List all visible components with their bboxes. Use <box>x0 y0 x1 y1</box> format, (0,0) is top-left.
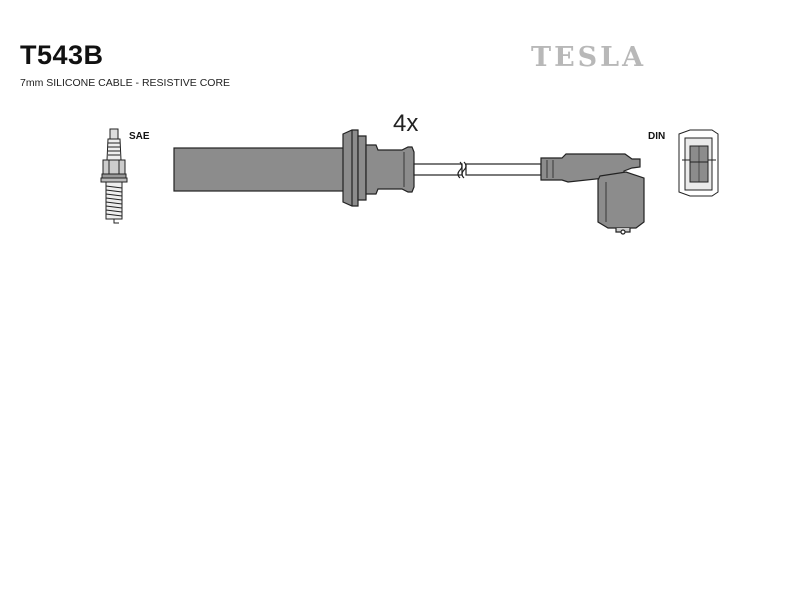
silicone-cable <box>413 161 542 179</box>
coil-boot <box>540 153 645 235</box>
spark-plug-icon <box>100 128 128 224</box>
quantity-label: 4x <box>393 110 419 137</box>
sae-label: SAE <box>129 131 150 142</box>
cable-spec: 7mm SILICONE CABLE - RESISTIVE CORE <box>20 77 231 89</box>
plug-boot <box>173 129 415 207</box>
din-terminal-icon <box>678 129 719 197</box>
brand-logo: TESLA <box>531 42 647 73</box>
part-number: T543B <box>20 40 104 70</box>
din-label: DIN <box>648 131 666 142</box>
